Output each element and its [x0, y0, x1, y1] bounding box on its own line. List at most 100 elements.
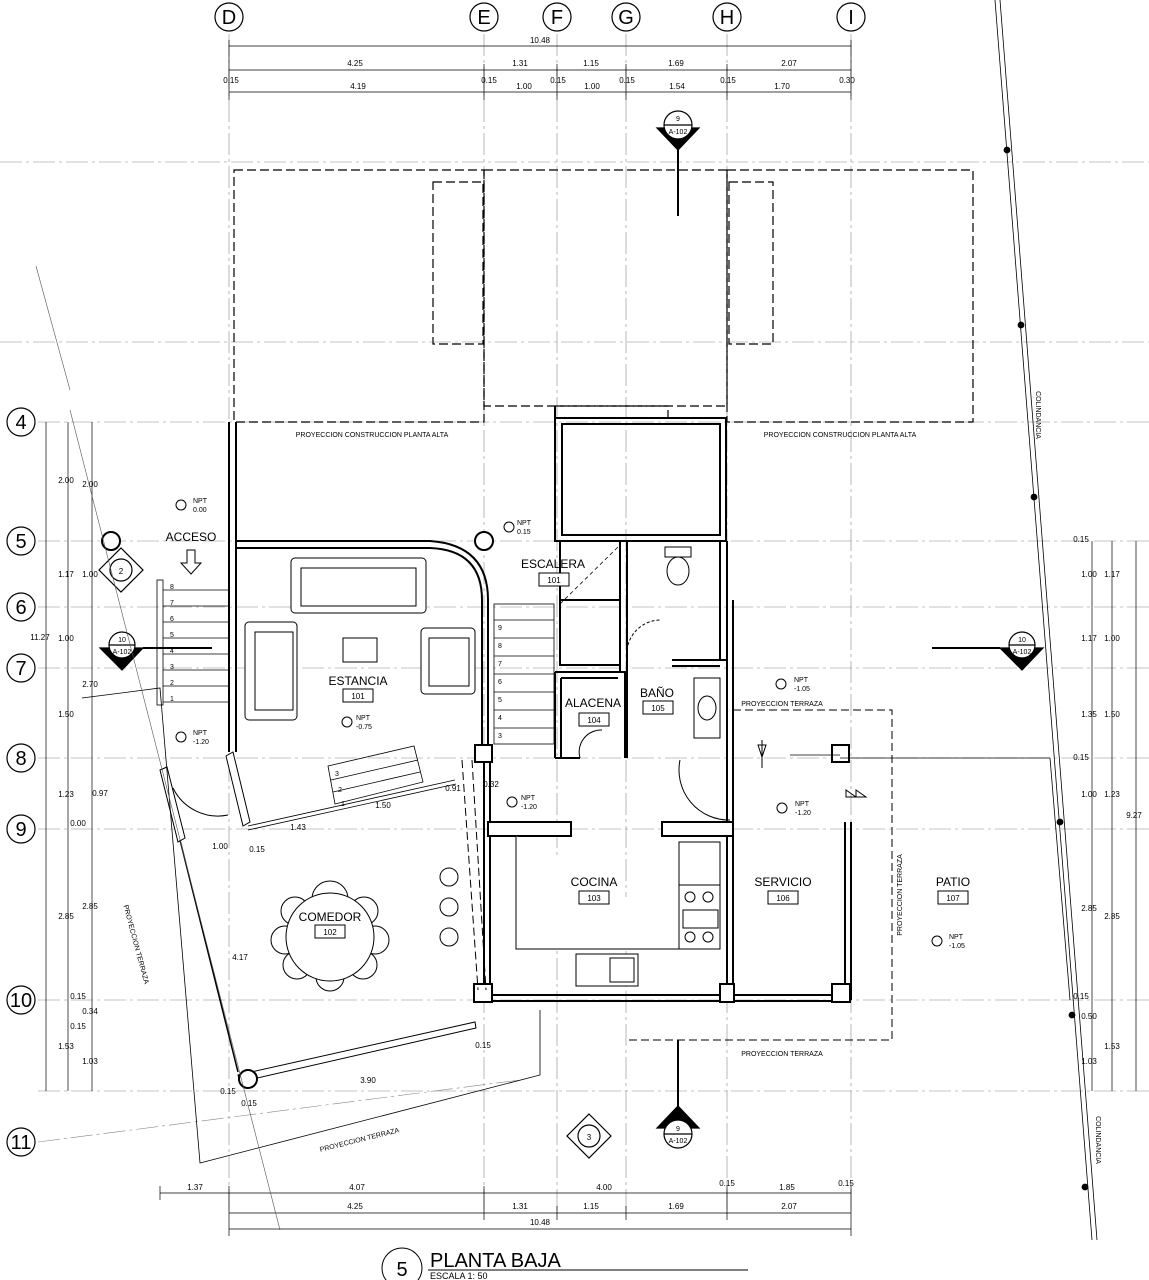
dim-int-4: 1.43: [290, 823, 306, 832]
dim-right-m3: 1.50: [1104, 710, 1120, 719]
grid-col-g: G: [618, 7, 634, 29]
stair-main-1: 1: [170, 696, 174, 703]
grid-row-5: 5: [15, 531, 26, 553]
dim-bot-d: 0.15: [719, 1179, 735, 1188]
level-marker-symbols: [175, 499, 943, 947]
dim-left-i1: 2.00: [82, 480, 98, 489]
dim-bot-a: 1.37: [187, 1183, 203, 1192]
section-marker-right: [932, 631, 1045, 671]
stair-main-7: 7: [170, 600, 174, 607]
grid-col-e: E: [477, 7, 490, 29]
section-left-ref: A-102: [113, 649, 132, 656]
dim-int-7: 4.17: [232, 953, 248, 962]
right-dimension-lines: [1091, 541, 1137, 1091]
section-marker-top: [655, 110, 701, 216]
dim-int-9: 0.15: [220, 1087, 236, 1096]
room-alacena-name: ALACENA: [565, 696, 621, 710]
elevation-marker-3: [566, 1113, 612, 1159]
room-servicio-name: SERVICIO: [754, 875, 811, 889]
dim-right-m2: 1.00: [1104, 634, 1120, 643]
section-top-num: 9: [676, 116, 680, 123]
proj-alta-label-left: PROYECCION CONSTRUCCION PLANTA ALTA: [296, 432, 449, 439]
stair-main-2: 2: [170, 680, 174, 687]
walls: [228, 406, 852, 1002]
npt-acceso-value: 0.00: [193, 507, 207, 514]
dim-int-8: 3.90: [360, 1076, 376, 1085]
title-name: PLANTA BAJA: [430, 1250, 561, 1272]
dim-left-i5: 0.00: [70, 819, 86, 828]
terrace-outline: [81, 687, 1071, 1164]
room-cocina-name: COCINA: [571, 875, 618, 889]
room-escalera-num: 101: [547, 576, 561, 585]
dim-top-4: 1.69: [668, 59, 684, 68]
stair-int-3: 3: [498, 733, 502, 740]
stair-int-4: 4: [498, 715, 502, 722]
dim-left-i2: 1.00: [82, 570, 98, 579]
room-number-boxes: [314, 572, 969, 939]
dim-right-m5: 2.85: [1104, 912, 1120, 921]
property-boundary: [994, 0, 1098, 1241]
column-grid-bubbles: [214, 2, 866, 32]
dim-bot-e: 1.85: [779, 1183, 795, 1192]
dim-right-i8: 0.15: [1073, 992, 1089, 1001]
stair-int-5: 5: [498, 697, 502, 704]
stair-int-9: 9: [498, 625, 502, 632]
dim-top-total: 10.48: [530, 36, 551, 45]
dining-furniture: [270, 880, 390, 992]
elevation-marker-2: [98, 547, 144, 593]
elevation-3-num: 3: [587, 1133, 592, 1142]
dim-top-c: 0.15: [481, 76, 497, 85]
title-number: 5: [396, 1259, 407, 1280]
stair-ext-3: 3: [335, 771, 339, 778]
stair-main-5: 5: [170, 632, 174, 639]
interior-stair: [493, 544, 621, 745]
grid-row-11: 11: [11, 1132, 32, 1154]
dim-int-6: 0.15: [249, 845, 265, 854]
dim-right-i5: 0.15: [1073, 753, 1089, 762]
dim-top-k: 0.30: [839, 76, 855, 85]
dim-top-2: 1.31: [512, 59, 528, 68]
dim-int-1: 0.32: [483, 780, 499, 789]
upper-floor-projection: [233, 169, 974, 423]
title-scale: ESCALA 1: 50: [430, 1271, 488, 1280]
drain-symbols: [757, 740, 868, 798]
dim-left-m2: 1.17: [58, 570, 74, 579]
dim-top-d: 1.00: [516, 82, 532, 91]
top-dimension-lines: [228, 40, 852, 100]
room-patio-name: PATIO: [936, 875, 970, 889]
dim-bot-3: 1.15: [583, 1202, 599, 1211]
dim-top-b: 4.19: [350, 82, 366, 91]
dim-top-5: 2.07: [781, 59, 797, 68]
colindancia-label-bottom: COLINDANCIA: [1094, 1116, 1101, 1164]
structural-columns: [101, 531, 494, 1089]
section-bottom-num: 9: [676, 1126, 680, 1133]
acceso-label: ACCESO: [166, 530, 217, 544]
dim-left-m3: 1.00: [58, 634, 74, 643]
grid-col-i: I: [848, 7, 854, 29]
npt-bano-label: NPT: [794, 677, 809, 684]
left-dimension-lines: [45, 422, 93, 1091]
colindancia-label-top: COLINDANCIA: [1034, 391, 1041, 439]
section-left-num: 10: [118, 637, 126, 644]
grid-row-10: 10: [10, 990, 32, 1012]
section-right-num: 10: [1018, 637, 1026, 644]
entrance-stair: [156, 579, 228, 706]
room-servicio-num: 106: [776, 894, 790, 903]
dim-left-i6: 2.85: [82, 902, 98, 911]
npt-servicio-label: NPT: [795, 801, 810, 808]
stair-main-6: 6: [170, 616, 174, 623]
stair-main-4: 4: [170, 648, 174, 655]
dim-int-10: 0.15: [241, 1099, 257, 1108]
reference-lines: [35, 265, 281, 1231]
dim-left-outer: 11.27: [30, 633, 50, 642]
dim-left-i3: 2.70: [82, 680, 98, 689]
npt-ext-value: -1.20: [193, 739, 209, 746]
section-top-ref: A-102: [669, 129, 688, 136]
dim-right-i1: 0.15: [1073, 535, 1089, 544]
dim-bot-c: 4.00: [596, 1183, 612, 1192]
dim-left-i10: 1.03: [82, 1057, 98, 1066]
dim-right-m1: 1.17: [1104, 570, 1120, 579]
room-patio-num: 107: [946, 894, 960, 903]
npt-escalera-label: NPT: [517, 520, 532, 527]
